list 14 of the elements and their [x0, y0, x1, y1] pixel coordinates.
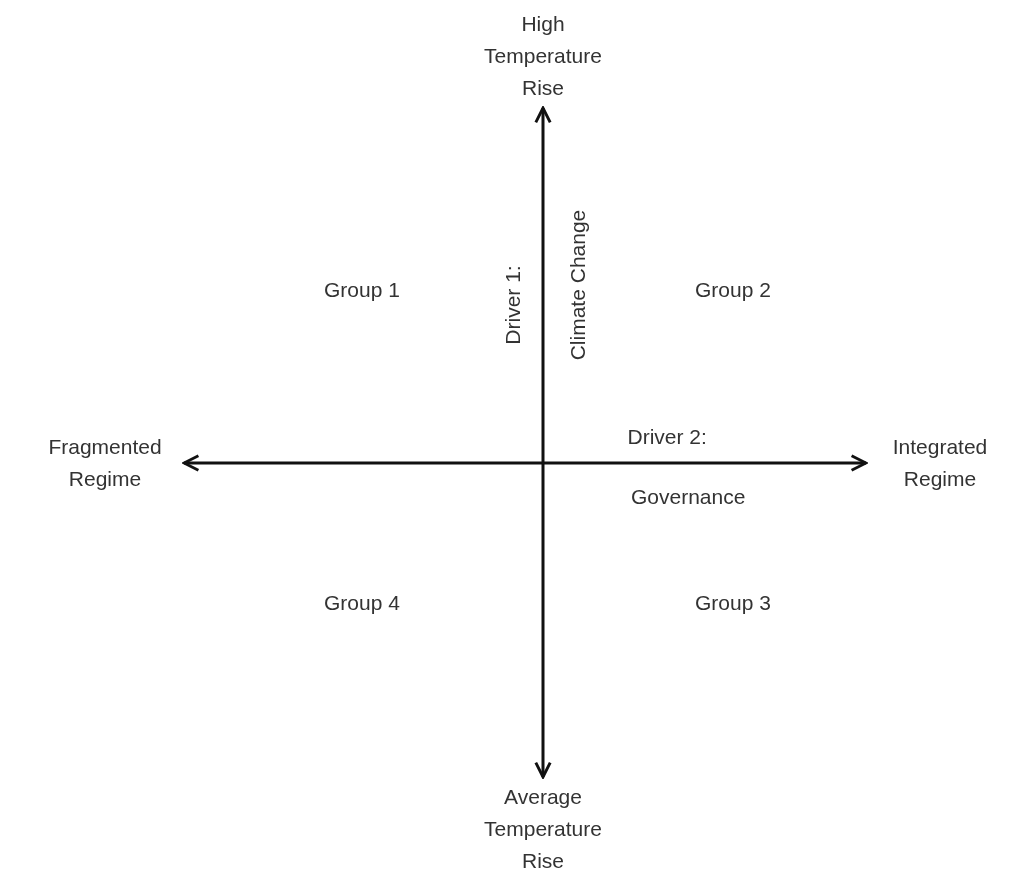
- axis-end-label: Average Temperature Rise: [483, 784, 603, 874]
- axis-end-label: Fragmented Regime: [47, 434, 163, 492]
- double-headed-arrow: [534, 106, 552, 779]
- axis-label: Group 4: [324, 591, 400, 615]
- quadrant-label: Group 2: [695, 278, 771, 302]
- quadrant-label: Group 1: [324, 278, 400, 302]
- quadrant-label: Governance: [631, 485, 746, 509]
- quadrant-label: Group 3: [695, 591, 771, 615]
- axis-label: Climate Change: [565, 209, 590, 361]
- axis-end-label: High Temperature Rise: [483, 11, 603, 101]
- axis-label: Driver 2:: [627, 425, 707, 449]
- axis-end-label: Integrated Regime: [891, 434, 989, 492]
- axis-label: Driver 1:: [500, 265, 525, 345]
- double-headed-arrow: [182, 454, 868, 472]
